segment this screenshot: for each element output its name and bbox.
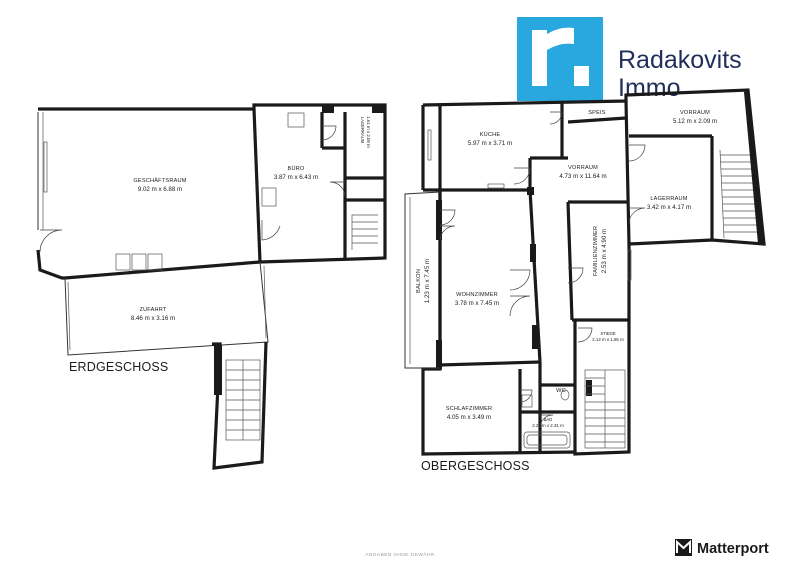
ground-staircase — [225, 359, 261, 441]
dims-balkon: 1.23 m x 7.45 m — [424, 259, 431, 303]
toilet — [560, 389, 570, 401]
label-bad: BAD — [544, 417, 553, 422]
ground-floor: GESCHÄFTSRAUM 9.02 m x 6.88 m BÜRO 3.87 … — [36, 103, 387, 470]
logo-r-dot — [574, 66, 589, 86]
upper-staircase-stiege — [584, 369, 626, 449]
door-buero — [261, 220, 281, 241]
bathtub — [523, 431, 571, 449]
label-buero: BÜRO — [288, 165, 305, 172]
dims-stiege: 2.12 m x 1.85 m — [592, 337, 624, 342]
dims-kueche: 5.97 m x 3.71 m — [468, 140, 512, 147]
label-familienzimmer: FAMILIENZIMMER — [593, 226, 599, 276]
label-balkon: BALKON — [416, 269, 422, 293]
dims-geschaeftsraum: 9.02 m x 6.88 m — [138, 186, 182, 193]
upper-staircase-right — [719, 149, 761, 239]
ground-outer-wall — [36, 103, 387, 280]
label-vorraum-mid: VORRAUM — [568, 165, 598, 171]
logo-r-arm — [547, 27, 574, 50]
label-stiege: STIEGE — [600, 331, 616, 336]
disclaimer-text: ANGABEN OHNE GEWÄHR — [365, 551, 434, 558]
label-wc: WC — [556, 388, 566, 394]
brand-logo: Radakovits Immo — [517, 17, 742, 102]
dims-vorraum-top: 5.12 m x 2.09 m — [673, 118, 717, 125]
matterport-text: Matterport — [697, 541, 769, 557]
label-zufahrt: ZUFAHRT — [139, 307, 166, 313]
door-geschaeft — [39, 229, 63, 253]
dims-familienzimmer: 2.53 m x 4.90 m — [601, 229, 608, 273]
ground-inner-stairs — [351, 214, 378, 250]
desk — [287, 112, 305, 128]
brand-name-line2: Immo — [618, 74, 681, 102]
dims-zufahrt: 8.46 m x 3.16 m — [131, 315, 175, 322]
label-schlafzimmer: SCHLAFZIMMER — [446, 406, 493, 412]
dims-wohnzimmer: 3.78 m x 7.45 m — [455, 300, 499, 307]
dims-schlafzimmer: 4.05 m x 3.49 m — [447, 414, 491, 421]
floor-label-ground: ERDGESCHOSS — [69, 360, 168, 374]
matterport-icon — [675, 539, 692, 556]
dims-lagerraum: 3.42 m x 4.17 m — [647, 204, 691, 211]
matterport-watermark: Matterport — [675, 539, 769, 557]
label-vorraum-top: VORRAUM — [680, 110, 710, 116]
brand-name-line1: Radakovits — [618, 46, 742, 74]
label-geschaeftsraum: GESCHÄFTSRAUM — [133, 177, 186, 184]
label-kueche: KÜCHE — [480, 131, 501, 138]
dims-bad: 2.22 m x 2.31 m — [532, 423, 564, 428]
balkon-outline — [404, 191, 441, 369]
label-wohnzimmer: WOHNZIMMER — [456, 292, 498, 298]
label-lagerraum-small: LAGERRAUM — [360, 117, 365, 144]
label-speis: SPEIS — [588, 110, 606, 116]
dims-buero: 3.87 m x 6.43 m — [274, 174, 318, 181]
dims-lagerraum-small: 1.61 m x 2.08 m — [366, 116, 371, 148]
logo-r-stem — [532, 30, 547, 86]
label-lagerraum: LAGERRAUM — [650, 196, 687, 202]
upper-floor: KÜCHE 5.97 m x 3.71 m SPEIS VORRAUM 5.12… — [404, 88, 766, 473]
zufahrt-outline — [64, 261, 269, 356]
ground-stair-wall — [212, 341, 268, 470]
dims-vorraum-mid: 4.73 m x 11.64 m — [559, 173, 606, 180]
wall-geschaeft-buero — [252, 108, 262, 263]
floor-label-upper: OBERGESCHOSS — [421, 459, 530, 473]
